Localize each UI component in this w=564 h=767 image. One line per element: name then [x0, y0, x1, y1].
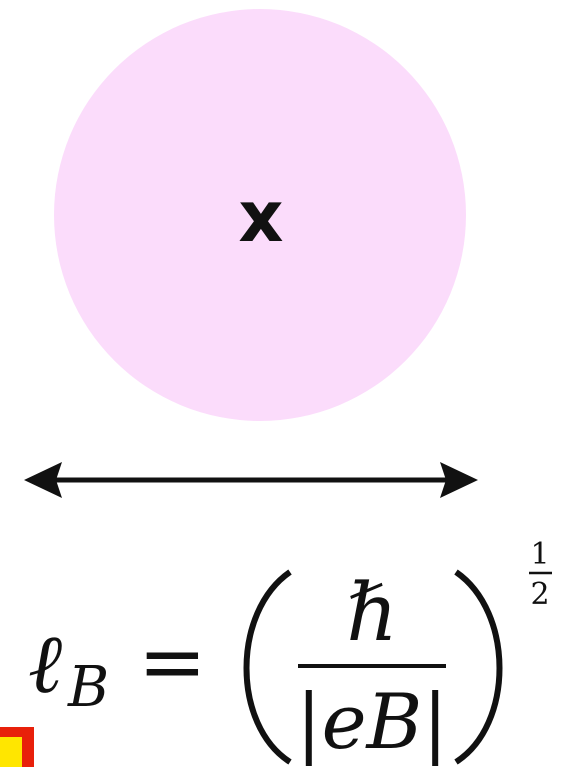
formula-lhs-subscript: B [67, 655, 109, 720]
center-mark: x [238, 176, 283, 258]
right-paren [454, 569, 503, 765]
arrow-head-right [440, 462, 478, 498]
exponent-numerator: 1 [530, 537, 549, 572]
formula-lhs-symbol: ℓ [28, 617, 62, 712]
formula-denominator: |eB| [296, 677, 448, 766]
left-paren [243, 569, 292, 765]
corner-mark [0, 727, 34, 767]
orbit-disc [54, 9, 466, 421]
diameter-arrow [24, 462, 478, 498]
exponent-denominator: 2 [530, 577, 549, 612]
arrow-head-left [24, 462, 62, 498]
formula-numerator: ℏ [346, 566, 398, 659]
magnetic-length-formula: ℓ B = ℏ |eB| 1 2 [28, 537, 552, 766]
formula-equals: = [138, 615, 207, 710]
